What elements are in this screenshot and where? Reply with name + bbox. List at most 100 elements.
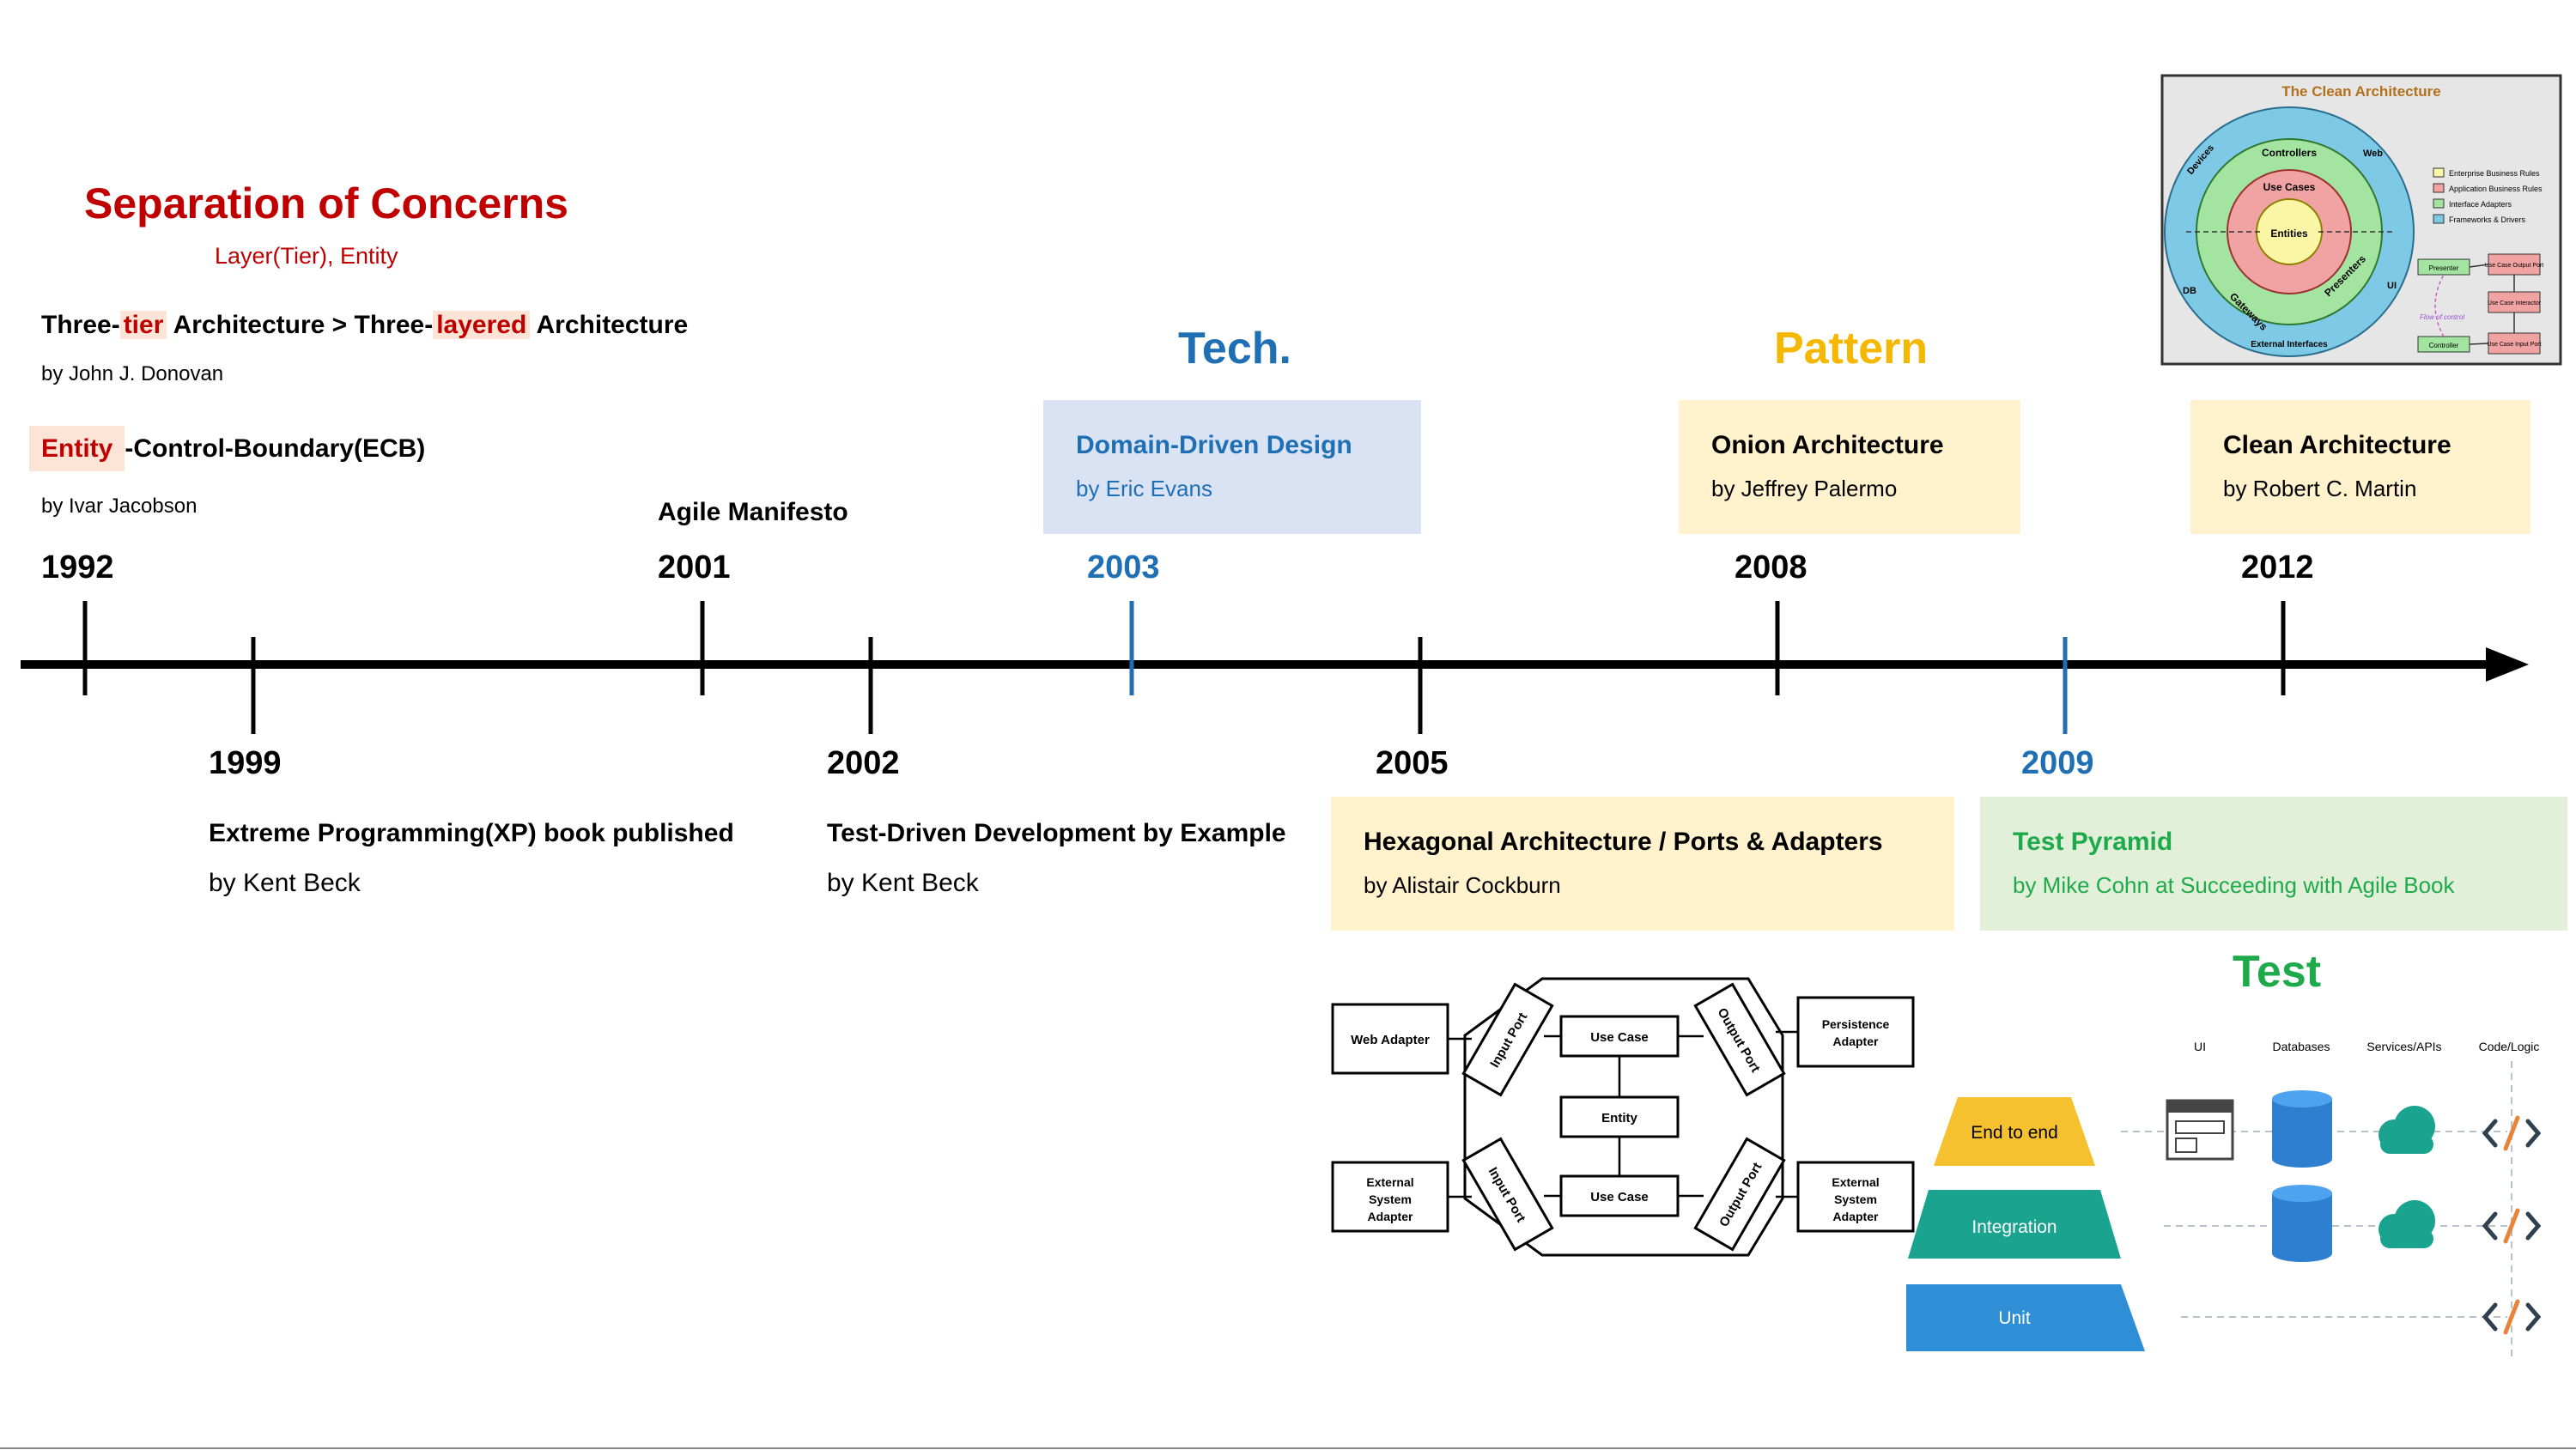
legend-swatch [2433, 167, 2445, 178]
ext-left-label: System [1369, 1192, 1412, 1206]
ext-right-box [1796, 1161, 1915, 1233]
ext-right-label: Adapter [1833, 1210, 1879, 1223]
legend-swatch [2433, 183, 2445, 193]
year-2008: 2008 [1735, 549, 1807, 585]
legend-label: Interface Adapters [2449, 200, 2512, 209]
three-tier-title: Three-tier Architecture > Three-layered … [41, 311, 688, 340]
xp-title: Extreme Programming(XP) book published [209, 819, 734, 847]
ring-label-controllers: Controllers [2262, 147, 2317, 159]
ddd-title: Domain-Driven Design [1076, 431, 1352, 459]
ring-label-web: Web [2363, 149, 2383, 159]
pyramid-box: Test Pyramid by Mike Cohn at Succeeding … [1980, 797, 2567, 931]
clean-title: Clean Architecture [2223, 431, 2451, 459]
three-tier-part: Architecture > Three- [167, 311, 434, 339]
pyramid-title: Test Pyramid [2013, 828, 2173, 856]
year-2012: 2012 [2241, 549, 2314, 585]
flow-label: Use Case Interactor [2488, 300, 2542, 306]
pyramid-col-ui: UI [2194, 1040, 2206, 1053]
clean-author: by Robert C. Martin [2223, 476, 2417, 501]
ring-label-usecases: Use Cases [2263, 181, 2316, 193]
section-pattern: Pattern [1774, 324, 1929, 373]
bottom-rule [0, 1447, 2576, 1449]
flow-arrows [2469, 264, 2515, 345]
pyramid-col-code: Code/Logic [2479, 1040, 2540, 1053]
year-2003: 2003 [1087, 549, 1160, 585]
code-icon [2482, 1208, 2542, 1244]
hex-title: Hexagonal Architecture / Ports & Adapter… [1364, 828, 1883, 856]
output-port-bottom [1693, 1137, 1786, 1252]
agile-manifesto: Agile Manifesto [658, 498, 848, 526]
output-port-top [1693, 982, 1786, 1097]
onion-author: by Jeffrey Palermo [1711, 476, 1898, 501]
web-adapter-label: Web Adapter [1351, 1033, 1430, 1047]
ecb-author: by Ivar Jacobson [41, 494, 197, 518]
onion-box: Onion Architecture by Jeffrey Palermo [1679, 400, 2020, 534]
ddd-box: Domain-Driven Design by Eric Evans [1043, 400, 1421, 534]
test-pyramid-figure: UI Databases Services/APIs Code/Logic En… [1906, 1040, 2542, 1362]
pyramid-label-unit: Unit [1998, 1308, 2031, 1328]
legend-label: Frameworks & Drivers [2449, 215, 2526, 224]
ext-left-box [1331, 1161, 1449, 1233]
year-2002: 2002 [827, 745, 900, 781]
use-case-label: Use Case [1590, 1190, 1649, 1204]
three-tier-author: by John J. Donovan [41, 362, 224, 385]
year-2001: 2001 [658, 549, 731, 585]
entity-label: Entity [1601, 1111, 1637, 1125]
clean-architecture-figure: The Clean Architecture Entities Use Case… [2160, 74, 2562, 366]
year-1999: 1999 [209, 745, 282, 781]
persistence-label: Persistence [1822, 1017, 1890, 1031]
flow-label: Flow of control [2420, 313, 2464, 321]
flow-curve [2434, 274, 2445, 337]
year-2009: 2009 [2021, 745, 2094, 781]
tdd-title: Test-Driven Development by Example [827, 819, 1286, 847]
ddd-author: by Eric Evans [1076, 476, 1212, 501]
persistence-label: Adapter [1833, 1034, 1879, 1048]
section-tech: Tech. [1178, 324, 1291, 373]
pyramid-label-integration: Integration [1971, 1217, 2057, 1237]
ext-right-label: System [1834, 1192, 1877, 1206]
hex-box: Hexagonal Architecture / Ports & Adapter… [1331, 797, 1954, 931]
year-1992: 1992 [41, 549, 114, 585]
input-port-bottom [1461, 1137, 1554, 1252]
code-icon [2482, 1299, 2542, 1335]
cloud-icon [2379, 1106, 2435, 1154]
onion-title: Onion Architecture [1711, 431, 1944, 459]
pyramid-author: by Mike Cohn at Succeeding with Agile Bo… [2013, 872, 2455, 898]
legend-swatch [2433, 214, 2445, 224]
pyramid-level-e2e [1934, 1097, 2095, 1166]
tdd-author: by Kent Beck [827, 869, 979, 897]
legend-label: Enterprise Business Rules [2449, 169, 2540, 178]
year-2005: 2005 [1376, 745, 1449, 781]
entity-highlight: Entity [29, 426, 125, 471]
database-icon [2272, 1185, 2332, 1262]
clean-figure-title: The Clean Architecture [2281, 83, 2440, 100]
section-test: Test [2233, 947, 2322, 997]
xp-author: by Kent Beck [209, 869, 361, 897]
tier-highlight: tier [119, 311, 167, 339]
web-adapter-box [1331, 1003, 1449, 1075]
input-port-top [1461, 982, 1554, 1097]
pyramid-label-e2e: End to end [1971, 1123, 2058, 1143]
ring-label-ui: UI [2387, 281, 2397, 291]
timeline-arrowhead [2486, 647, 2529, 682]
flow-label: Use Case Input Port [2487, 342, 2541, 348]
flow-label: Controller [2429, 342, 2459, 349]
hexagon-outline [1463, 977, 1784, 1257]
ring-label-external: External Interfaces [2251, 340, 2328, 349]
ring-label-db: DB [2183, 286, 2196, 296]
database-icon [2272, 1090, 2332, 1168]
persistence-box [1796, 996, 1915, 1068]
ring-label-entities: Entities [2270, 228, 2308, 240]
pyramid-col-databases: Databases [2273, 1040, 2330, 1053]
soc-subtitle: Layer(Tier), Entity [215, 243, 398, 269]
hexagonal-figure: Web Adapter External System Adapter Pers… [1331, 977, 1915, 1257]
three-tier-part: Three- [41, 311, 120, 339]
layered-highlight: layered [433, 311, 531, 339]
pyramid-col-services: Services/APIs [2366, 1040, 2441, 1053]
legend-label: Application Business Rules [2449, 185, 2543, 193]
flow-label: Use Case Output Port [2485, 263, 2544, 269]
three-tier-part: Architecture [530, 311, 689, 339]
ext-right-label: External [1832, 1175, 1879, 1189]
ui-window-icon [2166, 1099, 2234, 1161]
